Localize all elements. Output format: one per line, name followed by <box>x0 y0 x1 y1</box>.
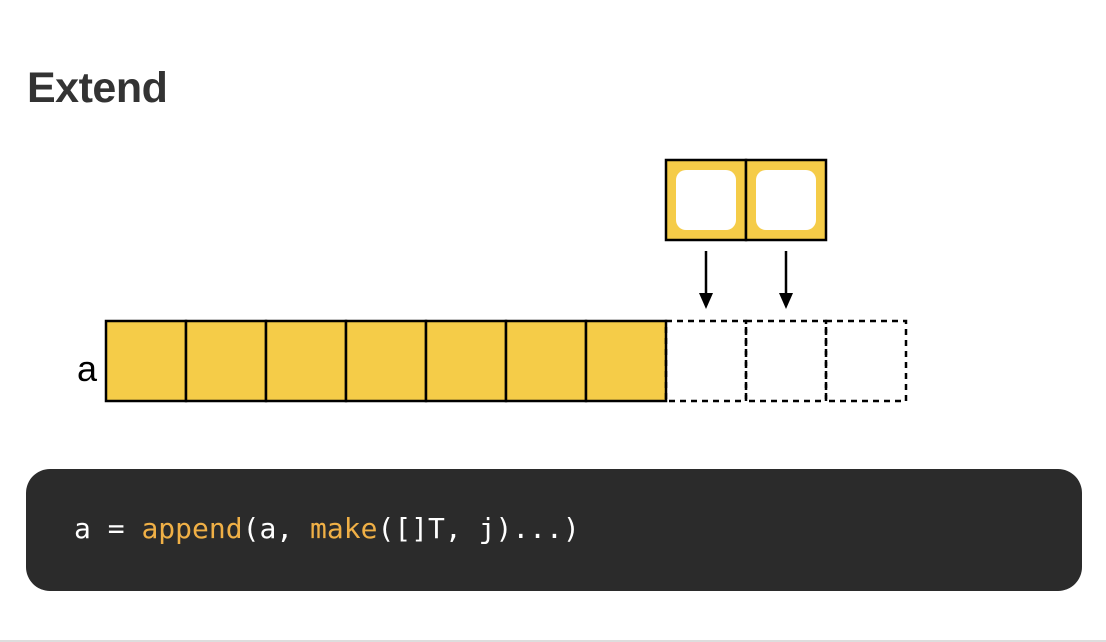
slice-cell-filled <box>424 319 508 403</box>
slice-cell-filled <box>344 319 428 403</box>
new-element-slot <box>676 170 736 230</box>
code-token: a = <box>74 512 142 545</box>
new-elements-group <box>664 158 828 242</box>
slice-label: a <box>77 348 98 389</box>
arrows-group <box>699 251 793 309</box>
slice-cell-filled <box>184 319 268 403</box>
code-line: a = append(a, make([]T, j)...) <box>74 509 580 549</box>
arrow-head <box>779 293 793 309</box>
slice-cell-filled <box>104 319 188 403</box>
slice-cell-filled <box>264 319 348 403</box>
extend-diagram: a <box>77 158 908 403</box>
code-token: ([]T, j)...) <box>377 512 580 545</box>
slice-cell-empty <box>824 319 908 403</box>
slice-cells-group <box>104 319 908 403</box>
divider <box>0 640 1106 642</box>
new-element-slot <box>756 170 816 230</box>
code-block: a = append(a, make([]T, j)...) <box>26 469 1082 591</box>
slice-cell-filled <box>584 319 668 403</box>
slice-cell-empty <box>664 319 748 403</box>
page-title: Extend <box>27 64 168 112</box>
slice-cell-filled <box>504 319 588 403</box>
code-function-token: make <box>310 512 378 545</box>
arrow-head <box>699 293 713 309</box>
code-token: (a, <box>242 512 311 545</box>
code-function-token: append <box>141 512 243 545</box>
slice-cell-empty <box>744 319 828 403</box>
